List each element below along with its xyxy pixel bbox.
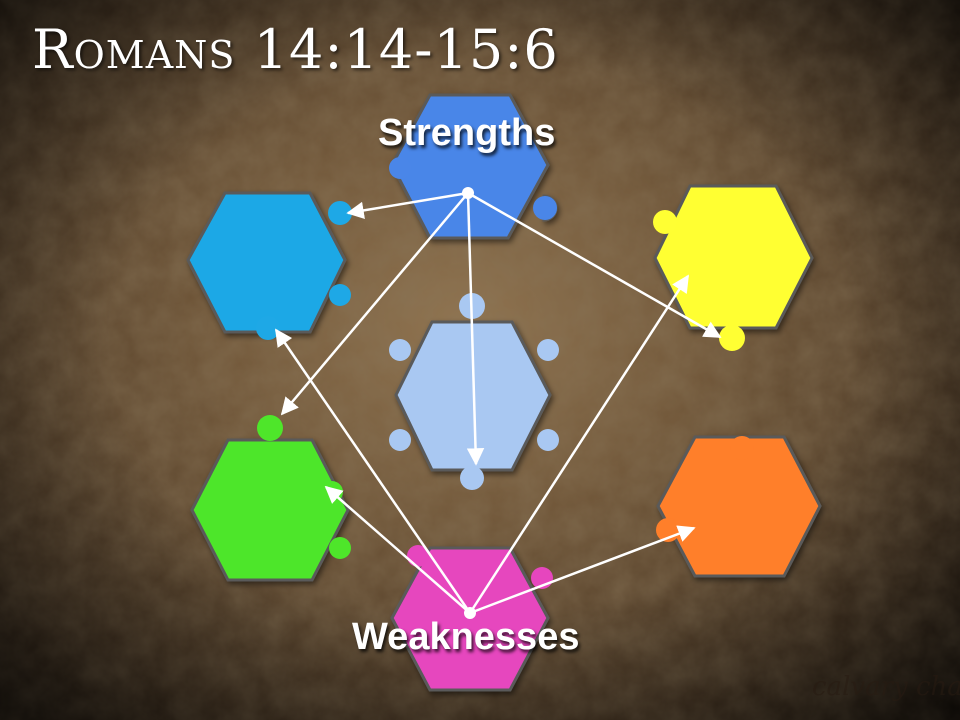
puzzle-knob bbox=[257, 415, 283, 441]
puzzle-knob bbox=[730, 436, 754, 460]
puzzle-knob bbox=[329, 537, 351, 559]
arrow-strength-to-center bbox=[466, 192, 485, 466]
strengths-label: Strengths bbox=[378, 112, 556, 154]
puzzle-piece-lower-left bbox=[190, 438, 350, 582]
arrow-strength-to-upper-left bbox=[346, 191, 469, 220]
slide-title: Romans 14:14-15:6 bbox=[32, 18, 559, 81]
weaknesses-label: Weaknesses bbox=[352, 616, 580, 658]
puzzle-knob bbox=[719, 325, 745, 351]
puzzle-knob bbox=[329, 284, 351, 306]
arrow-weakness-to-lower-left bbox=[324, 485, 471, 614]
puzzle-knob bbox=[389, 157, 411, 179]
strengths-node bbox=[462, 187, 474, 199]
arrow-strength-to-upper-right bbox=[467, 191, 722, 339]
puzzle-piece-upper-left bbox=[186, 191, 347, 334]
arrow-weakness-to-lower-right bbox=[469, 525, 696, 615]
arrow-weakness-to-upper-left bbox=[274, 328, 472, 614]
puzzle-knob bbox=[256, 316, 280, 340]
puzzle-knob bbox=[460, 466, 484, 490]
arrow-strength-to-lower-left bbox=[280, 192, 469, 416]
puzzle-knob bbox=[653, 210, 677, 234]
arrows bbox=[274, 191, 722, 615]
puzzle-knob bbox=[328, 201, 352, 225]
puzzle-piece-upper-right bbox=[653, 184, 814, 330]
arrow-weakness-to-upper-right bbox=[468, 274, 690, 614]
puzzle-knob bbox=[537, 429, 559, 451]
puzzle-piece-lower-right bbox=[656, 435, 822, 578]
puzzle-knob bbox=[537, 339, 559, 361]
puzzle-knob bbox=[389, 429, 411, 451]
puzzle-knob bbox=[389, 339, 411, 361]
watermark-logo: calvary chapel bbox=[812, 672, 960, 702]
puzzle-knob bbox=[533, 196, 557, 220]
weaknesses-node bbox=[464, 607, 476, 619]
